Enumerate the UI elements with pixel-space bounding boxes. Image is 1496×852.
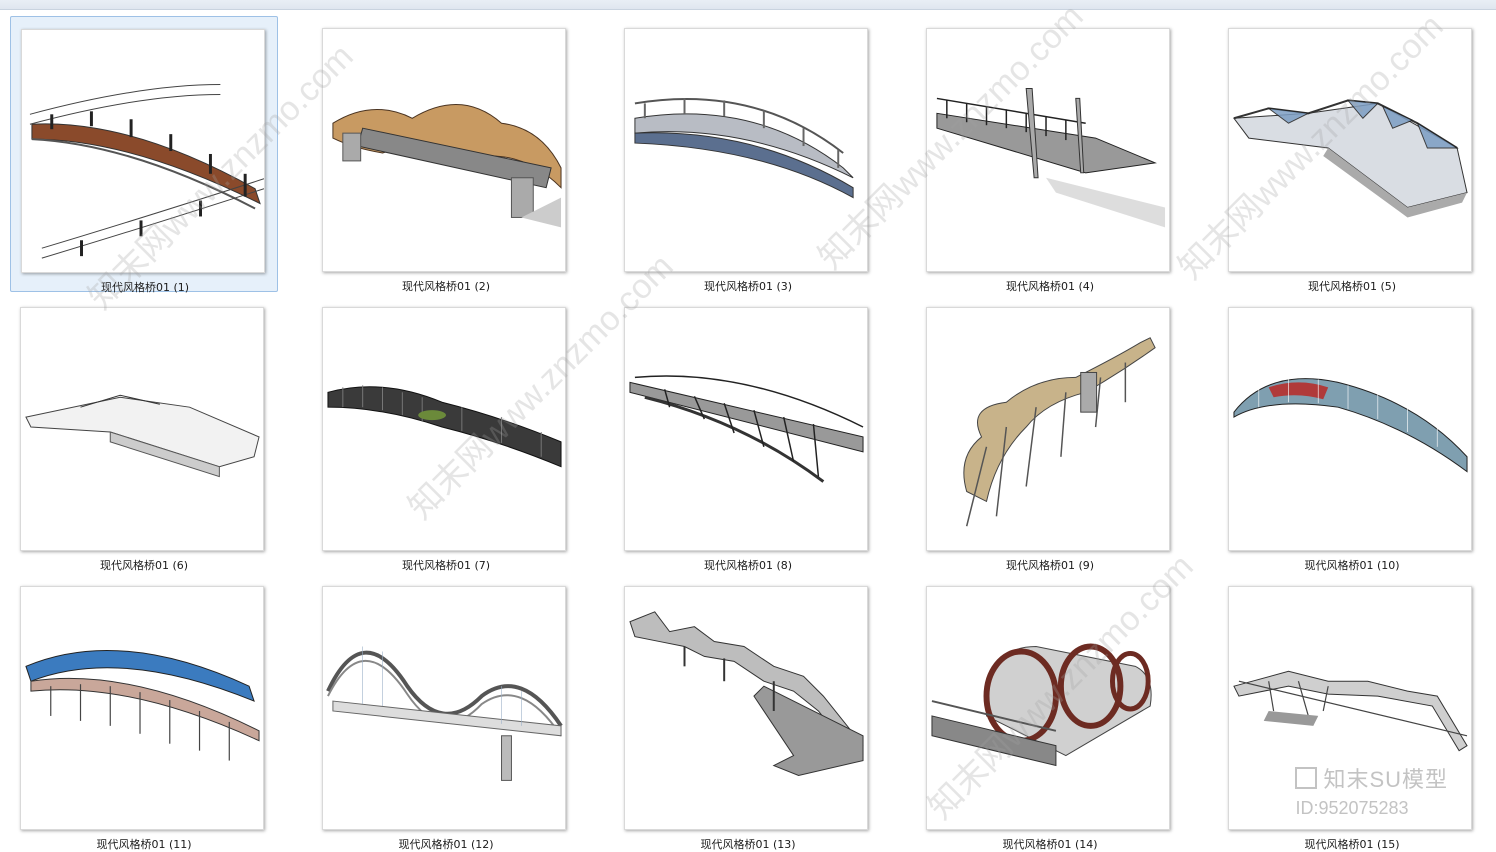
file-item[interactable]: 现代风格桥01 (1) bbox=[10, 16, 278, 294]
file-label: 现代风格桥01 (8) bbox=[703, 559, 793, 572]
thumbnail-grid: 现代风格桥01 (1) 现代风格桥01 (2) bbox=[0, 10, 1496, 851]
file-item[interactable]: 现代风格桥01 (6) bbox=[10, 295, 278, 572]
file-item[interactable]: 现代风格桥01 (12) bbox=[312, 574, 580, 851]
bridge-frame-thumbnail bbox=[1228, 586, 1472, 830]
file-label: 现代风格桥01 (15) bbox=[1304, 838, 1400, 851]
file-label: 现代风格桥01 (9) bbox=[1005, 559, 1095, 572]
file-item[interactable]: 现代风格桥01 (8) bbox=[614, 295, 882, 572]
file-item[interactable]: 现代风格桥01 (7) bbox=[312, 295, 580, 572]
brand-watermark: 知末SU模型 ID:952075283 bbox=[1295, 762, 1448, 819]
file-item[interactable]: 现代风格桥01 (4) bbox=[916, 16, 1184, 293]
bridge-steel-arch-thumbnail bbox=[624, 307, 868, 551]
file-label: 现代风格桥01 (6) bbox=[99, 559, 189, 572]
bridge-curve-thumbnail bbox=[926, 307, 1170, 551]
file-label: 现代风格桥01 (1) bbox=[100, 281, 190, 294]
file-item[interactable]: 现代风格桥01 (15) bbox=[1218, 574, 1486, 851]
bridge-wave-thumbnail bbox=[322, 28, 566, 272]
file-item[interactable]: 现代风格桥01 (11) bbox=[10, 574, 278, 851]
brand-logo-icon bbox=[1295, 767, 1318, 789]
file-label: 现代风格桥01 (7) bbox=[401, 559, 491, 572]
file-item[interactable]: 现代风格桥01 (13) bbox=[614, 574, 882, 851]
watermark-id: ID:952075283 bbox=[1295, 798, 1409, 818]
file-item[interactable]: 现代风格桥01 (3) bbox=[614, 16, 882, 293]
bridge-wood-thumbnail bbox=[21, 29, 265, 273]
file-item[interactable]: 现代风格桥01 (10) bbox=[1218, 295, 1486, 572]
file-item[interactable]: 现代风格桥01 (5) bbox=[1218, 16, 1486, 293]
file-label: 现代风格桥01 (5) bbox=[1307, 280, 1397, 293]
file-label: 现代风格桥01 (10) bbox=[1304, 559, 1400, 572]
file-item[interactable]: 现代风格桥01 (9) bbox=[916, 295, 1184, 572]
bridge-tube-thumbnail bbox=[926, 586, 1170, 830]
file-label: 现代风格桥01 (13) bbox=[700, 838, 796, 851]
file-label: 现代风格桥01 (11) bbox=[96, 838, 192, 851]
bridge-zigzag-thumbnail bbox=[624, 586, 868, 830]
window-top-bar bbox=[0, 0, 1496, 10]
bridge-glass-thumbnail bbox=[1228, 28, 1472, 272]
file-label: 现代风格桥01 (12) bbox=[398, 838, 494, 851]
bridge-canopy-thumbnail bbox=[322, 307, 566, 551]
file-label: 现代风格桥01 (4) bbox=[1005, 280, 1095, 293]
watermark-brand: 知末SU模型 bbox=[1323, 767, 1448, 792]
file-label: 现代风格桥01 (2) bbox=[401, 280, 491, 293]
file-item[interactable]: 现代风格桥01 (14) bbox=[916, 574, 1184, 851]
bridge-wire-thumbnail bbox=[322, 586, 566, 830]
bridge-arch-thumbnail bbox=[624, 28, 868, 272]
file-item[interactable]: 现代风格桥01 (2) bbox=[312, 16, 580, 293]
bridge-truss-thumbnail bbox=[926, 28, 1170, 272]
bridge-shell-thumbnail bbox=[1228, 307, 1472, 551]
bridge-blue-arch-thumbnail bbox=[20, 586, 264, 830]
bridge-white-thumbnail bbox=[20, 307, 264, 551]
file-label: 现代风格桥01 (14) bbox=[1002, 838, 1098, 851]
file-label: 现代风格桥01 (3) bbox=[703, 280, 793, 293]
